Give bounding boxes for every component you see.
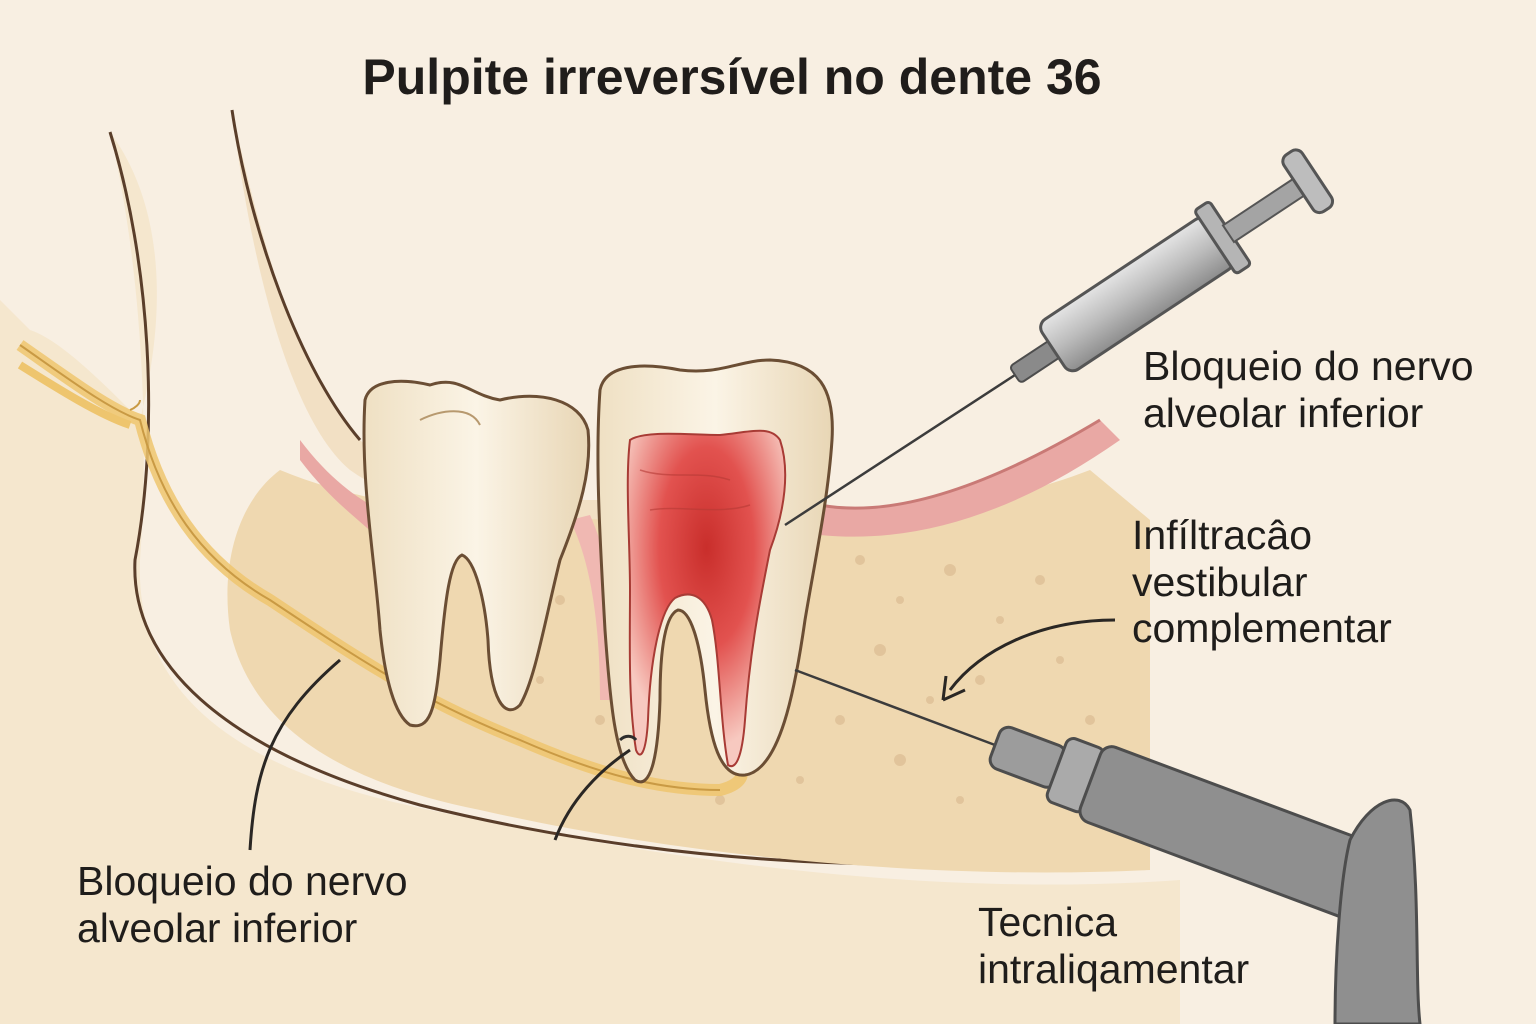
arrow-head-icon [941,675,966,702]
syringe-upper [784,148,1335,527]
label-line: intraliqamentar [978,945,1250,992]
label-line: Tecnica [978,899,1118,945]
label-line: Bloqueio do nervo [77,858,408,904]
label-vestibular-infiltration: Infíltracâo vestibular complementar [1132,512,1392,652]
label-line: alveolar inferior [77,904,358,951]
label-line: alveolar inferior [1143,389,1424,436]
leader-ian-left [248,658,341,851]
adjacent-tooth [362,379,591,728]
label-ian-block-right: Bloqueio do nervo alveolar inferior [1143,343,1474,436]
label-line: vestibular [1132,558,1308,605]
leader-infiltration [948,618,1116,691]
inferior-alveolar-nerve [16,340,748,797]
label-intraligamentary: Tecnica intraliqamentar [978,899,1249,992]
leader-nerve-tip [553,748,631,841]
leader-lines [248,618,1116,851]
label-line: Infíltracâo [1132,512,1313,558]
syringe-lower [794,668,1422,1024]
label-line: Bloqueio do nervo [1143,343,1474,389]
tooth-36 [596,358,834,784]
label-line: complementar [1132,605,1392,652]
mandible-bone [0,109,1180,1024]
label-ian-block-left: Bloqueio do nervo alveolar inferior [77,858,408,951]
page-title: Pulpite irreversível no dente 36 [362,49,1102,105]
